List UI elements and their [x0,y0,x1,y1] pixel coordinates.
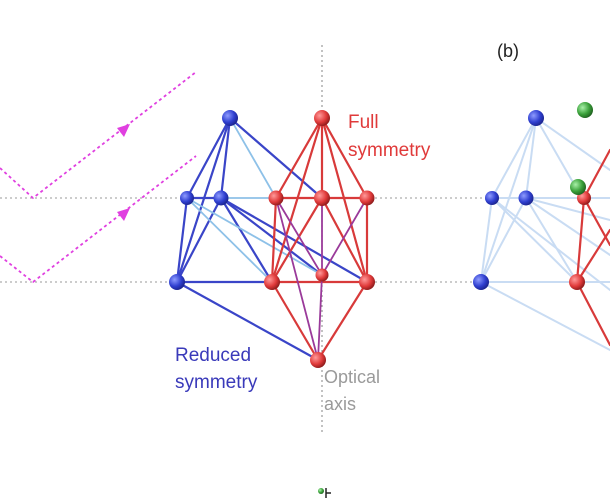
reduced-symmetry-atoms [169,110,238,290]
lower-beam-path [0,155,197,284]
green-atom [570,179,586,195]
mixed-edges [275,197,368,361]
full-symmetry-atoms [264,110,375,368]
blue-atom [473,274,489,290]
blue-atom [485,191,499,205]
panel-b-red-edges [575,148,610,347]
panel-b-light-edges [480,117,610,351]
full-symmetry-label-line2: symmetry [348,140,431,161]
blue-atom [222,110,238,126]
panel-b-label: (b) [497,41,519,61]
blue-atom [213,190,229,206]
blue-atom [169,274,185,290]
red-atom [359,274,375,290]
red-atom [314,110,330,126]
red-atom [569,274,585,290]
upper-beam-path [0,71,197,200]
full-symmetry-edges [270,116,369,362]
bottom-partial-icon [318,488,331,498]
optical-axis-label-line2: axis [324,394,356,414]
red-atom [310,352,326,368]
red-atom [314,190,330,206]
reduced-symmetry-label-line2: symmetry [175,372,258,393]
green-atom [577,102,593,118]
blue-atom [518,190,534,206]
blue-atom [180,191,194,205]
red-atom [359,190,375,206]
upper-beam-arrowhead [117,124,130,137]
blue-atom [528,110,544,126]
red-atom [315,268,329,282]
red-atom [264,274,280,290]
lower-beam-arrowhead [117,208,130,221]
reduced-symmetry-edges [175,116,369,362]
optical-axis-label-line1: Optical [324,367,380,387]
light-beams [0,71,197,284]
panel-b-atoms [473,102,593,290]
reduced-symmetry-label-line1: Reduced [175,345,251,366]
red-atom [268,190,284,206]
full-symmetry-label-line1: Full [348,112,379,133]
beam-arrowheads [117,124,130,221]
